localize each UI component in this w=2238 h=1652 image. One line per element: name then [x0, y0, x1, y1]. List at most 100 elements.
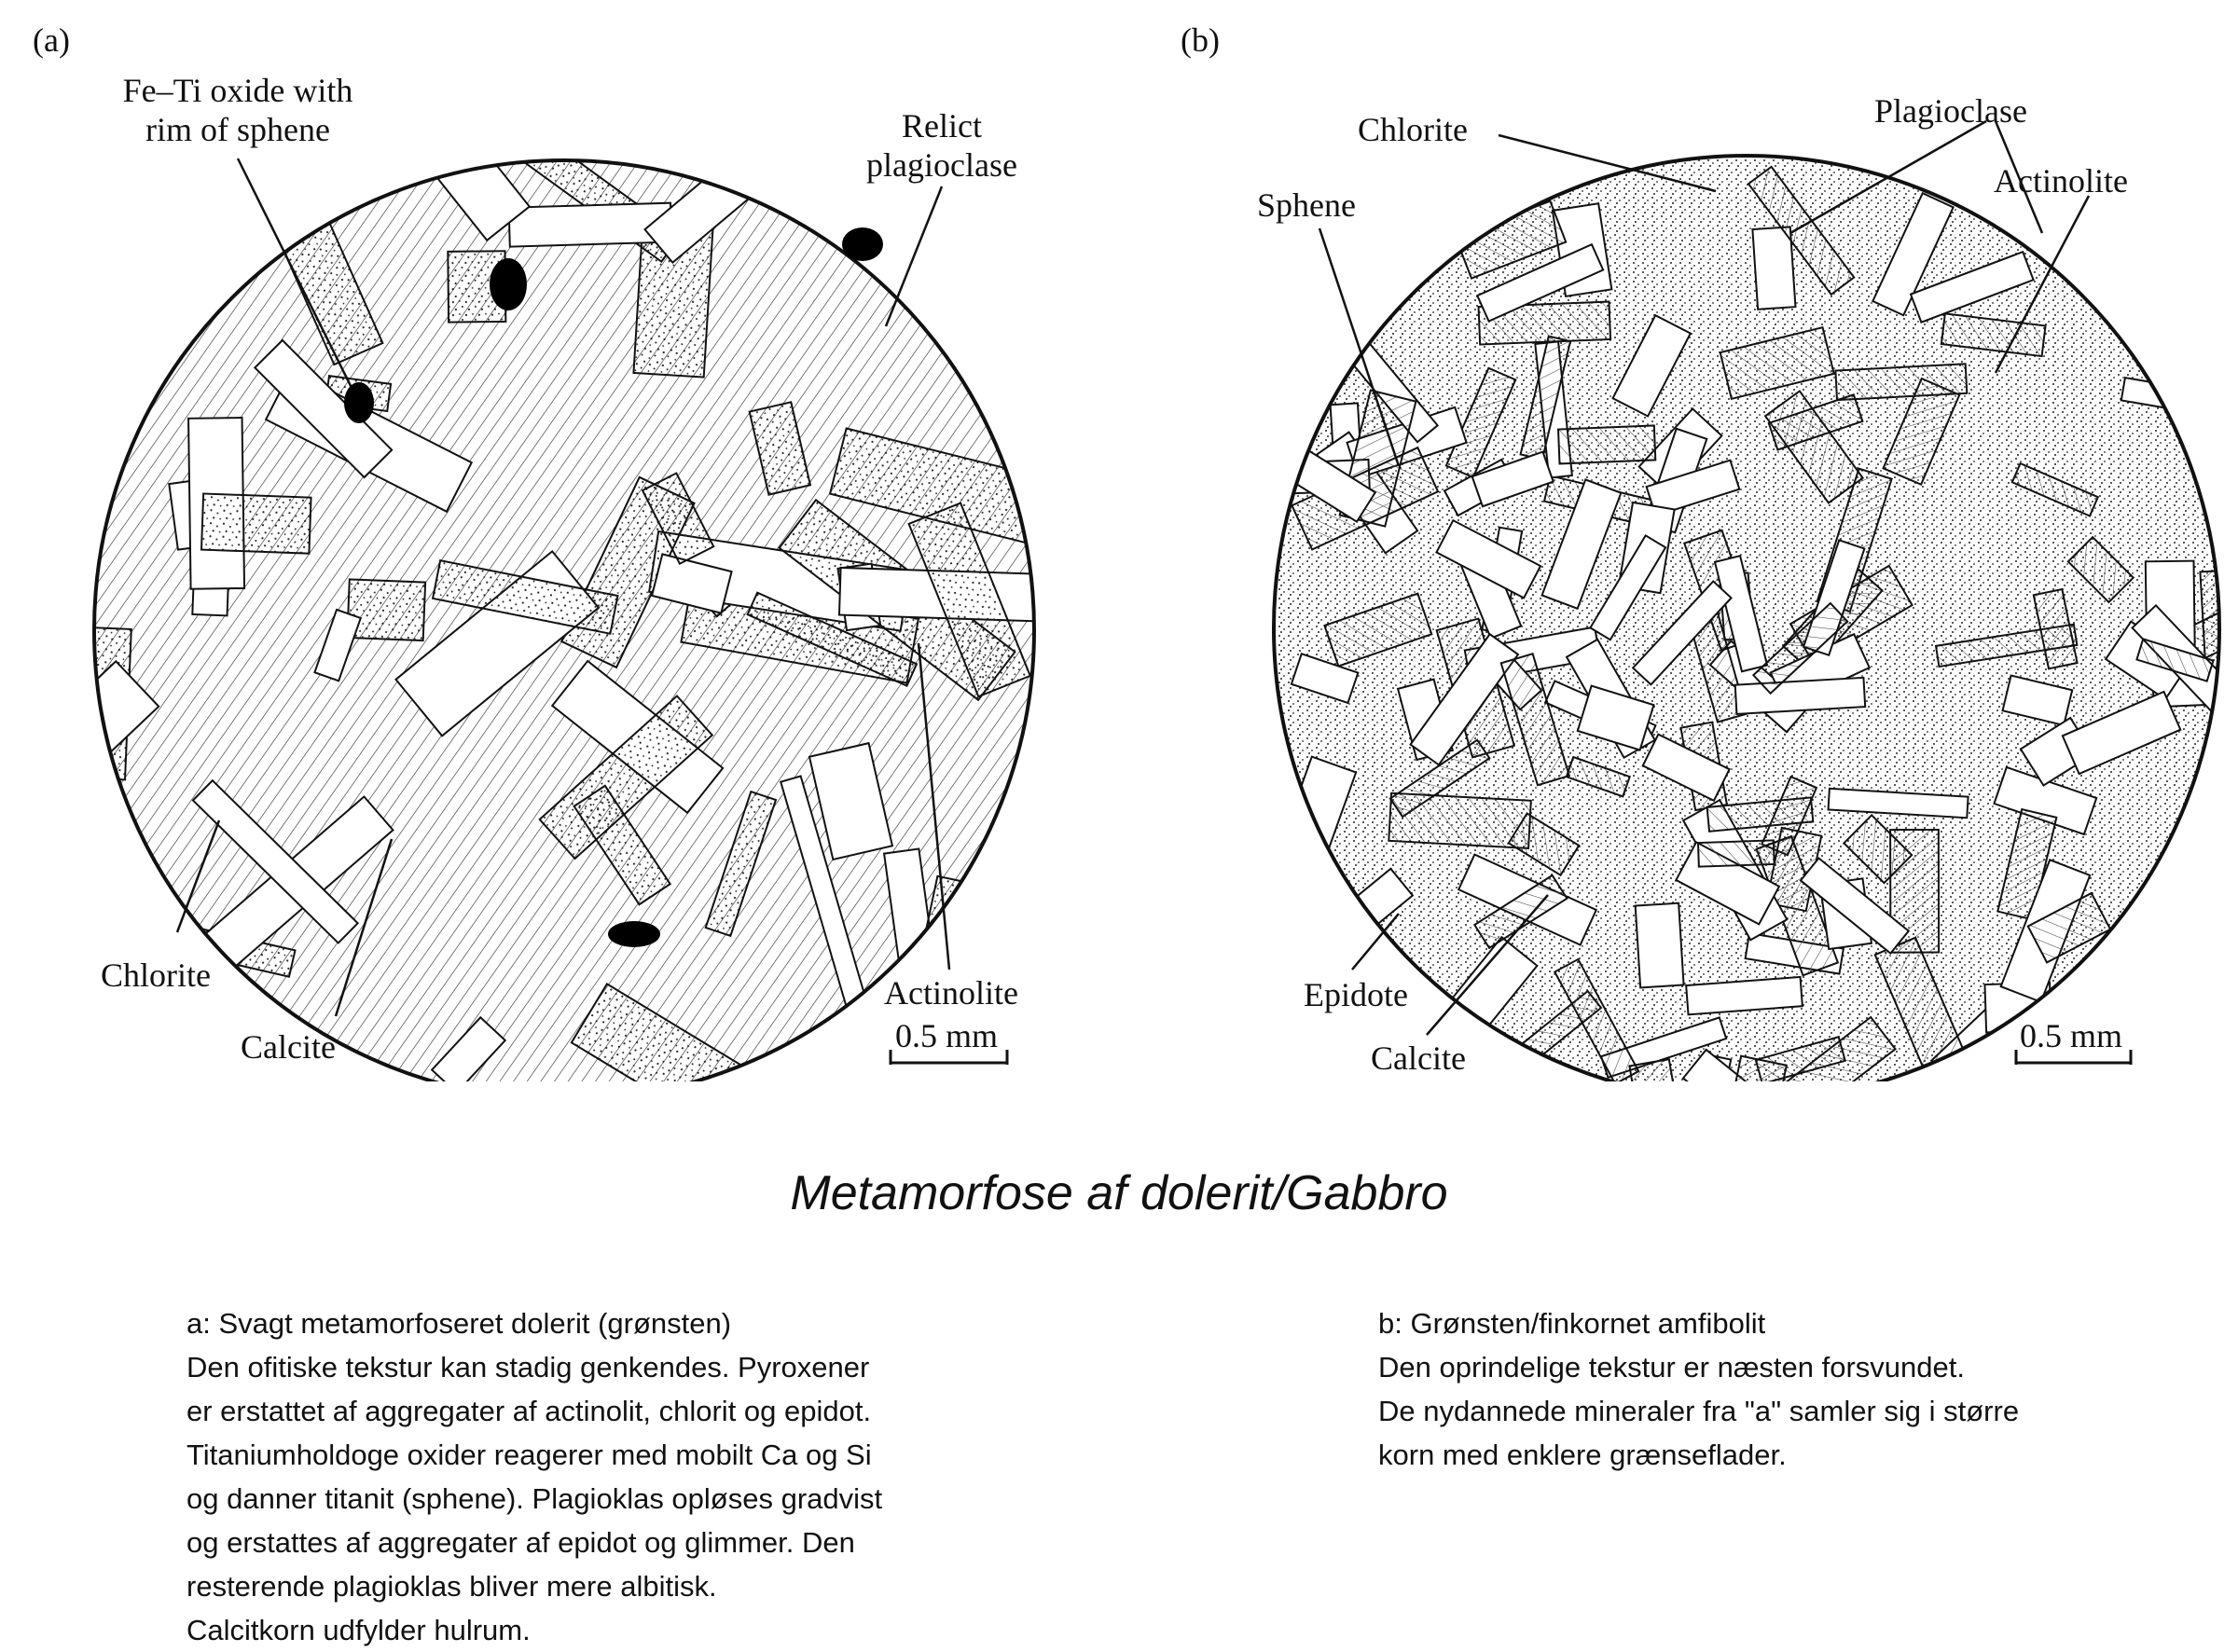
page-title: Metamorfose af dolerit/Gabbro — [790, 1166, 1448, 1220]
crystal-grain — [2066, 535, 2135, 604]
description-a-line: resterende plagioklas bliver mere albiti… — [186, 1570, 717, 1603]
label-sphene-b: Sphene — [1257, 186, 1356, 224]
label-epidote-b: Epidote — [1304, 976, 1408, 1013]
description-a: a: Svagt metamorfoseret dolerit (grønste… — [186, 1301, 882, 1652]
crystal-grain — [748, 401, 812, 496]
crystal-grain — [1628, 1058, 1684, 1081]
crystal-grain — [1734, 676, 1867, 715]
crystal-grain — [200, 492, 312, 555]
description-b-line: korn med enklere grænseflader. — [1378, 1439, 1787, 1471]
description-b-line: De nydannede mineraler fra "a" samler si… — [1378, 1395, 2020, 1427]
crystal-grain — [1576, 684, 1655, 751]
crystal-grain — [1507, 812, 1581, 877]
crystal-grain — [1641, 733, 1731, 803]
crystal-grain — [1540, 478, 1623, 611]
crystal-grain — [1996, 807, 2058, 921]
crystal-grain — [1751, 601, 1849, 695]
figure-a: (a) Fe–Ti oxide with rim of sphene Relic… — [0, 0, 1119, 1081]
crystal-grain — [1409, 632, 1520, 766]
crystal-grain — [1767, 393, 1864, 451]
crystal-grain — [1843, 813, 1913, 885]
crystal-grain — [346, 578, 427, 642]
crystal-grain — [1634, 902, 1685, 989]
thin-section-b-drawing — [1272, 119, 2221, 1081]
crystal-grain — [1499, 652, 1571, 787]
crystal-grain — [641, 472, 715, 566]
crystal-grain — [1882, 377, 1961, 486]
crystal-grain — [2032, 587, 2079, 670]
crystal-grain — [2135, 638, 2215, 682]
crystal-grain — [1553, 957, 1640, 1081]
crystal-grain — [1475, 242, 1605, 323]
crystal-grain — [1940, 312, 2047, 358]
crystal-grain — [1681, 1048, 1798, 1081]
crystal-grain — [1723, 1054, 1789, 1081]
crystal-grain — [94, 659, 160, 766]
description-a-line: Den ofitiske tekstur kan stadig genkende… — [186, 1351, 870, 1384]
crystal-grain — [1719, 325, 1835, 400]
crystal-grain — [1872, 191, 1955, 317]
label-chlorite-b: Chlorite — [1358, 111, 1468, 148]
description-a-line: og erstattes af aggregater af epidot og … — [186, 1526, 855, 1559]
crystal-grain — [650, 553, 733, 614]
crystal-grain — [1444, 366, 1517, 479]
crystal-grain — [1471, 450, 1554, 508]
crystal-grain — [431, 559, 619, 635]
crystal-grain — [253, 338, 394, 479]
crystal-grain — [907, 502, 1032, 698]
figure-b: (b) Chlorite Plagioclase Sphene Actinoli… — [1119, 0, 2238, 1081]
crystal-grain — [1435, 518, 1542, 599]
crystal-grain — [1713, 555, 1769, 673]
label-relict-plagioclase: Relict plagioclase — [866, 107, 1017, 184]
crystal-grain — [704, 790, 778, 938]
scale-bar-b — [2014, 1050, 2133, 1065]
panel-label-a: (a) — [33, 21, 70, 59]
label-actinolite-a: Actinolite — [884, 974, 1018, 1012]
label-calcite-b: Calcite — [1371, 1039, 1466, 1077]
crystal-grain — [507, 201, 673, 248]
thin-section-a-drawing — [92, 158, 1036, 1081]
crystal-grain — [1472, 874, 1568, 950]
description-b: b: Grønsten/finkornet amfibolit Den opri… — [1378, 1301, 2019, 1477]
crystal-grain — [1611, 313, 1692, 418]
description-b-line: b: Grønsten/finkornet amfibolit — [1378, 1307, 1766, 1340]
scale-label-a: 0.5 mm — [895, 1017, 999, 1054]
crystal-grain — [2026, 891, 2112, 964]
crystal-grain — [746, 591, 919, 688]
crystal-grain — [570, 983, 806, 1081]
description-a-line: og danner titanit (sphene). Plagioklas o… — [186, 1482, 883, 1515]
scale-bar-a — [889, 1050, 1009, 1065]
label-fe-ti-oxide: Fe–Ti oxide with rim of sphene — [122, 72, 353, 148]
crystal-grain — [1706, 796, 1815, 833]
crystal-grain — [808, 741, 894, 861]
description-a-line: Titaniumholdoge oxider reagerer med mobi… — [186, 1439, 872, 1471]
crystal-grain — [538, 695, 714, 860]
label-chlorite-a: Chlorite — [101, 957, 211, 994]
label-actinolite-b: Actinolite — [1994, 162, 2128, 200]
crystal-grain — [1909, 250, 2035, 324]
description-a-line: er erstattet af aggregater af actinolit,… — [186, 1395, 872, 1427]
crystal-grain — [430, 1015, 507, 1081]
crystal-grain — [1751, 226, 1797, 310]
label-calcite-a: Calcite — [241, 1028, 336, 1066]
crystal-grain — [1747, 165, 1856, 296]
scale-label-b: 0.5 mm — [2020, 1017, 2123, 1054]
crystal-grain — [313, 608, 363, 682]
crystal-grain — [1477, 300, 1612, 346]
crystal-grain — [1290, 653, 1360, 705]
crystal-grain — [1799, 857, 1911, 956]
description-a-line: a: Svagt metamorfoseret dolerit (grønste… — [186, 1307, 732, 1340]
crystal-grain — [1589, 534, 1667, 641]
crystal-grain — [2061, 690, 2182, 776]
crystal-grain — [1827, 787, 1969, 819]
crystal-grain — [1696, 839, 1775, 868]
description-a-line: Calcitkorn udfylder hulrum. — [186, 1614, 531, 1646]
crystal-grain — [2001, 674, 2074, 727]
crystal-grain — [1645, 459, 1741, 517]
crystal-grain — [191, 778, 360, 944]
crystal-grain — [1631, 580, 1733, 686]
crystal-grain — [1565, 755, 1631, 798]
crystal-grain — [1556, 424, 1657, 465]
crystal-grain — [1685, 975, 1803, 1016]
crystal-grain — [1323, 592, 1433, 668]
